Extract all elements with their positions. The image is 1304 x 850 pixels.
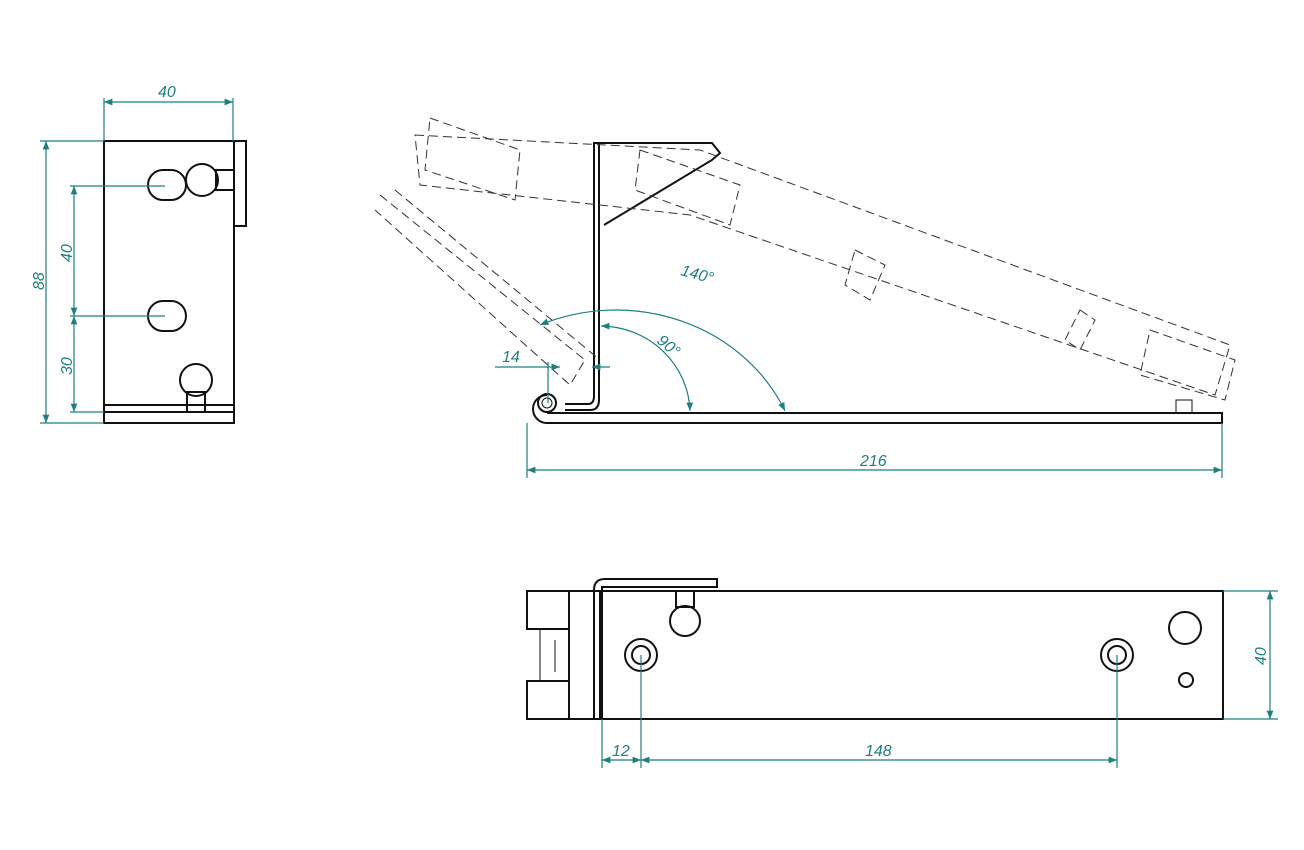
side-bottom-offset-dim: 30 bbox=[59, 357, 76, 375]
front-length-dim: 216 bbox=[859, 453, 887, 470]
side-width-dim: 40 bbox=[158, 84, 176, 101]
side-view: 40 88 40 30 bbox=[31, 84, 247, 424]
top-edge-offset-dim: 12 bbox=[612, 743, 630, 760]
front-view: 216 14 140° 90° bbox=[374, 117, 1236, 478]
side-hole-spacing-dim: 40 bbox=[59, 244, 76, 262]
top-view: 40 12 148 bbox=[526, 578, 1278, 768]
top-width-dim: 40 bbox=[1253, 647, 1270, 665]
open-angle-dim: 140° bbox=[679, 262, 716, 287]
front-offset-dim: 14 bbox=[502, 349, 520, 366]
right-angle-dim: 90° bbox=[653, 332, 683, 361]
top-hole-spacing-dim: 148 bbox=[865, 743, 892, 760]
side-height-dim: 88 bbox=[31, 272, 48, 290]
